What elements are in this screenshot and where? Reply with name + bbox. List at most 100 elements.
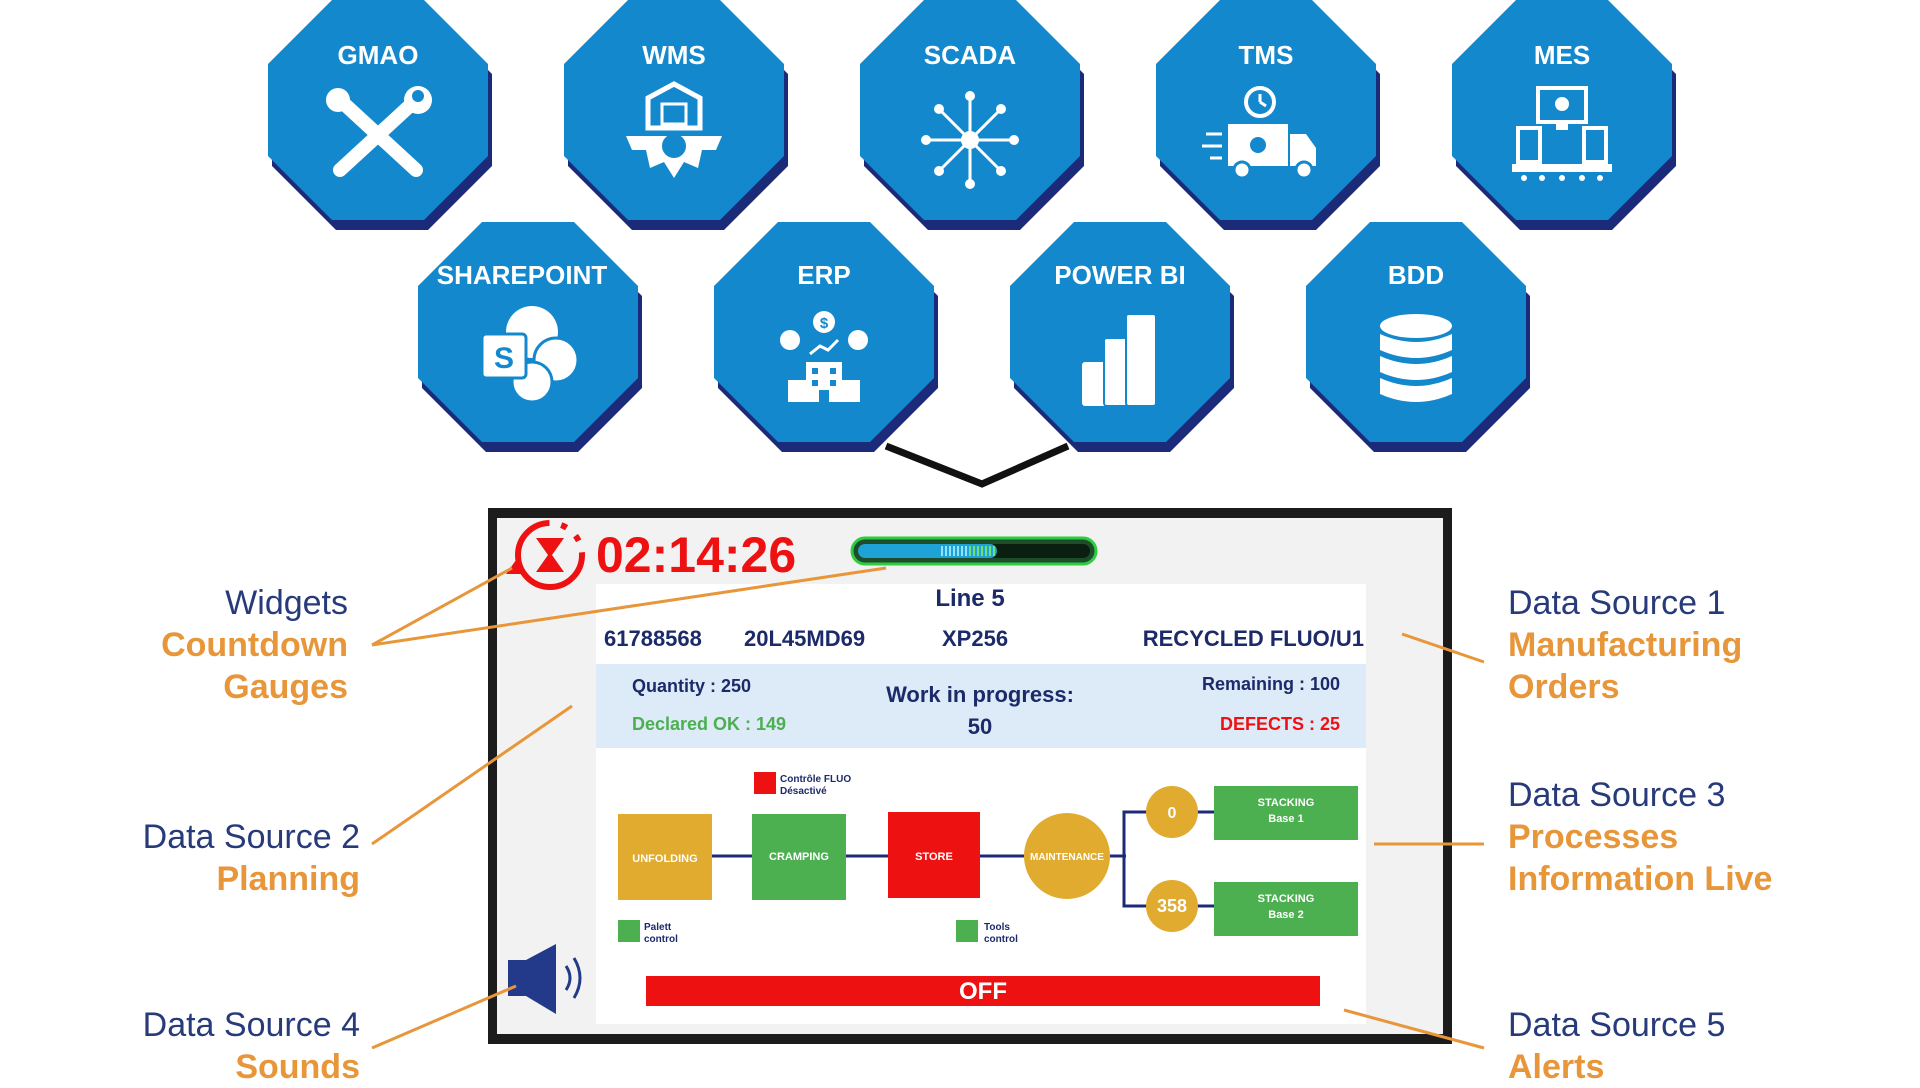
counter-bottom-value: 358 <box>1157 896 1187 916</box>
annotation-ds2-title: Data Source 2 <box>142 818 360 856</box>
annotation-data-source-1: Data Source 1 Manufacturing Orders <box>1508 582 1908 708</box>
defects: DEFECTS : 25 <box>1220 714 1340 734</box>
power-bi-bars-icon <box>1082 313 1157 407</box>
gauge-tick <box>981 546 983 556</box>
order-number: 61788568 <box>604 626 702 651</box>
gauge-tick <box>949 546 951 556</box>
tools-control-label-2: control <box>984 934 1018 945</box>
annotation-ds1-orders: Orders <box>1508 668 1620 706</box>
annotation-ds5-title: Data Source 5 <box>1508 1006 1726 1044</box>
sharepoint-logo-icon: S <box>480 306 580 404</box>
palett-control-label: Palett <box>644 922 672 933</box>
svg-text:$: $ <box>820 315 829 332</box>
planning-band <box>596 664 1366 748</box>
unfolding-station <box>618 814 712 900</box>
gauge-tick <box>941 546 943 556</box>
system-gmao: GMAO <box>268 0 492 230</box>
wip-value: 50 <box>968 714 992 739</box>
stacking2-title: STACKING <box>1258 893 1315 905</box>
stacking-base-2 <box>1214 882 1358 936</box>
annotation-widgets-countdown: Countdown <box>161 626 348 664</box>
status-bar <box>646 976 1320 1006</box>
gauge-tick <box>973 546 975 556</box>
control-fluo-label: Contrôle FLUO <box>780 774 851 785</box>
annotation-data-source-3: Data Source 3 Processes Information Live <box>1508 774 1908 900</box>
gauge-tick <box>985 546 987 556</box>
control-fluo-indicator <box>754 772 776 794</box>
annotation-ds3-info-live: Information Live <box>1508 860 1773 898</box>
gauge-tick <box>993 546 995 556</box>
tools-control-indicator <box>956 920 978 942</box>
enterprise-building-icon: $ <box>780 311 868 402</box>
system-erp: ERP $ <box>714 222 938 452</box>
countdown-timer-icon <box>506 520 585 590</box>
annotation-ds5-alerts: Alerts <box>1508 1048 1605 1086</box>
network-hub-icon <box>921 91 1019 189</box>
stacking1-base: Base 1 <box>1268 813 1303 825</box>
annotation-ds3-processes: Processes <box>1508 818 1679 856</box>
annotation-ds1-title: Data Source 1 <box>1508 584 1726 622</box>
gauge-tick <box>945 546 947 556</box>
annotation-widgets-gauges: Gauges <box>223 668 348 706</box>
progress-gauge <box>850 536 1098 566</box>
system-label: GMAO <box>338 40 419 70</box>
counter-top-value: 0 <box>1168 805 1177 822</box>
system-sharepoint: SHAREPOINT S <box>418 222 642 452</box>
annotation-ds4-title: Data Source 4 <box>142 1006 360 1044</box>
countdown-timer: 02:14:26 <box>596 527 796 583</box>
system-wms: WMS <box>564 0 788 230</box>
cramping-station <box>752 814 846 900</box>
counter-top <box>1146 786 1198 838</box>
gauge-ticks <box>941 546 995 556</box>
wip-label: Work in progress: <box>886 682 1074 707</box>
control-fluo-status: Désactivé <box>780 786 827 797</box>
line-title: Line 5 <box>935 585 1004 612</box>
gauge-tick <box>957 546 959 556</box>
wrench-screwdriver-icon <box>326 86 432 177</box>
unfolding-label: UNFOLDING <box>632 853 697 865</box>
product-name: RECYCLED FLUO/U1 <box>1143 626 1364 651</box>
gauge-tick <box>961 546 963 556</box>
remaining: Remaining : 100 <box>1202 674 1340 694</box>
gauge-fill <box>858 544 997 558</box>
order-reference: 20L45MD69 <box>744 626 865 651</box>
gauge-tick <box>977 546 979 556</box>
system-label: MES <box>1534 40 1590 70</box>
stacking2-base: Base 2 <box>1268 909 1303 921</box>
system-label: SCADA <box>924 40 1017 70</box>
stacking-base-1 <box>1214 786 1358 840</box>
factory-monitor-icon <box>1512 86 1612 181</box>
annotation-ds2-planning: Planning <box>216 860 360 898</box>
store-label: STORE <box>915 851 953 863</box>
flow-connectors <box>712 810 1214 908</box>
cramping-label: CRAMPING <box>769 851 829 863</box>
system-mes: MES <box>1452 0 1676 230</box>
annotation-ds1-manufacturing: Manufacturing <box>1508 626 1743 664</box>
annotation-ds4-sounds: Sounds <box>235 1048 360 1086</box>
system-tms: TMS <box>1156 0 1380 230</box>
svg-text:S: S <box>494 342 514 375</box>
system-label: BDD <box>1388 260 1444 290</box>
product-code: XP256 <box>942 626 1008 651</box>
palett-control-indicator <box>618 920 640 942</box>
tools-control-label: Tools <box>984 922 1010 933</box>
flow-chevron <box>884 442 1070 488</box>
database-icon <box>1380 314 1452 402</box>
store-station <box>888 812 980 898</box>
system-label: TMS <box>1239 40 1294 70</box>
annotation-widgets: Widgets Countdown Gauges <box>0 582 348 708</box>
annotation-leaders <box>371 566 1485 1050</box>
system-label: SHAREPOINT <box>437 260 608 290</box>
annotation-data-source-2: Data Source 2 Planning <box>0 816 360 900</box>
annotation-widgets-title: Widgets <box>225 584 348 622</box>
gauge-tick <box>989 546 991 556</box>
maintenance-label: MAINTENANCE <box>1030 852 1104 863</box>
palett-control-label-2: control <box>644 934 678 945</box>
annotation-data-source-5: Data Source 5 Alerts <box>1508 1004 1908 1088</box>
system-bdd: BDD <box>1306 222 1530 452</box>
counter-bottom <box>1146 880 1198 932</box>
warehouse-gear-icon <box>626 81 722 178</box>
gauge-tick <box>969 546 971 556</box>
gauge-tick <box>965 546 967 556</box>
